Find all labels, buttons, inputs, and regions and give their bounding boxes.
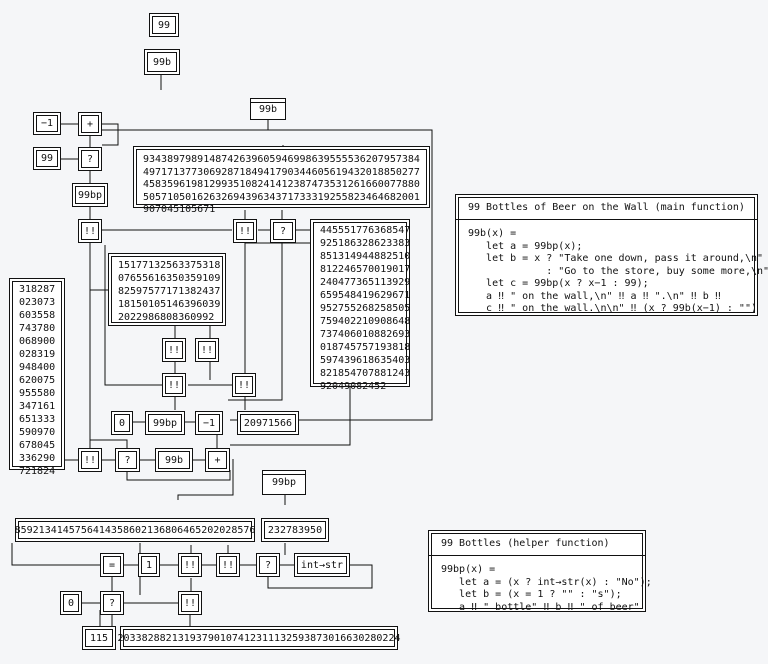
function-call-99bp[interactable]: 99bp: [262, 470, 306, 495]
int-to-str-node[interactable]: int→str: [294, 553, 350, 577]
concat-operator[interactable]: !!: [78, 219, 102, 243]
function-node-99bp[interactable]: 99bp: [145, 411, 185, 435]
concat-operator[interactable]: !!: [178, 591, 202, 615]
plus-operator[interactable]: +: [205, 448, 230, 472]
equals-operator[interactable]: =: [100, 553, 124, 577]
number-node[interactable]: −1: [33, 112, 61, 135]
ternary-operator[interactable]: ?: [115, 448, 140, 472]
number-node[interactable]: −1: [195, 411, 223, 435]
number-column-block[interactable]: 445551776368547 925186328623383 85131494…: [310, 219, 410, 392]
number-node[interactable]: 232783950: [261, 518, 329, 542]
number-node[interactable]: 99: [33, 147, 61, 170]
ternary-operator[interactable]: ?: [100, 591, 124, 615]
function-node-99b[interactable]: 99b: [155, 448, 193, 472]
plus-operator[interactable]: +: [78, 112, 102, 136]
number-node[interactable]: 0: [60, 591, 82, 615]
number-node[interactable]: 0: [111, 411, 133, 435]
big-number-block[interactable]: 9343897989148742639605946998639555536207…: [133, 146, 430, 215]
number-node[interactable]: 20971566: [237, 411, 299, 435]
number-node[interactable]: 115: [82, 626, 116, 650]
concat-operator[interactable]: !!: [232, 373, 256, 397]
concat-operator[interactable]: !!: [162, 373, 186, 397]
concat-operator[interactable]: !!: [216, 553, 240, 577]
big-number-block[interactable]: 8592134145756414358602136806465202028576: [15, 518, 255, 542]
panel-code: 99bp(x) = let a = (x ? int→str(x) : "No"…: [441, 564, 652, 613]
ternary-operator[interactable]: ?: [256, 553, 280, 577]
panel-title: 99 Bottles (helper function): [429, 531, 645, 556]
function-node-99b[interactable]: 99b: [144, 49, 180, 75]
main-function-panel: 99 Bottles of Beer on the Wall (main fun…: [455, 194, 768, 316]
number-column-block[interactable]: 15177132563375318 07655616350359109 8259…: [108, 253, 226, 326]
number-column-block[interactable]: 318287 023073 603558 743780 068900 02831…: [9, 278, 65, 477]
helper-function-panel: 99 Bottles (helper function) 99bp(x) = l…: [428, 530, 652, 613]
number-node[interactable]: 99: [149, 13, 179, 37]
concat-operator[interactable]: !!: [233, 219, 257, 243]
concat-operator[interactable]: !!: [195, 338, 219, 362]
function-call-99b[interactable]: 99b: [250, 98, 286, 120]
concat-operator[interactable]: !!: [178, 553, 202, 577]
concat-operator[interactable]: !!: [162, 338, 186, 362]
function-node-99bp[interactable]: 99bp: [72, 183, 108, 207]
concat-operator[interactable]: !!: [78, 448, 102, 472]
panel-title: 99 Bottles of Beer on the Wall (main fun…: [456, 195, 757, 220]
panel-code: 99b(x) = let a = 99bp(x); let b = x ? "T…: [468, 228, 768, 314]
ternary-operator[interactable]: ?: [78, 147, 102, 171]
ternary-operator[interactable]: ?: [270, 219, 296, 243]
big-number-block[interactable]: 2033828821319379010741231113259387301663…: [118, 626, 400, 650]
number-node[interactable]: 1: [138, 553, 160, 577]
